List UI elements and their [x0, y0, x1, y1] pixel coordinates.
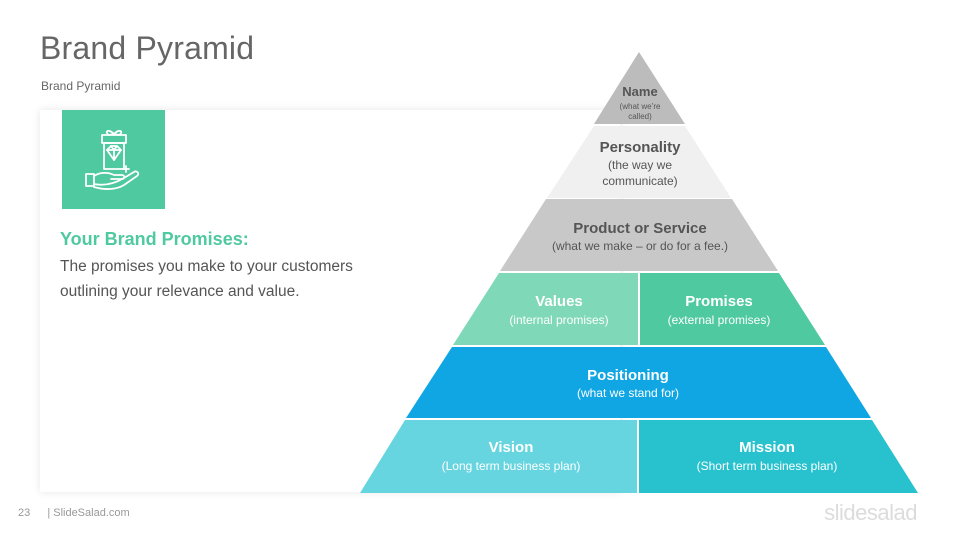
diamond-gift-in-hand-icon	[84, 129, 139, 190]
personality-label: Personality	[600, 139, 682, 156]
tier-name	[594, 52, 685, 124]
vision-label: Vision	[489, 439, 534, 456]
name-sub-2: called)	[628, 112, 652, 121]
tier-values	[453, 273, 638, 345]
values-label: Values	[535, 293, 583, 310]
slide-footer: 23 | SlideSalad.com	[18, 507, 130, 519]
promises-description: The promises you make to your customers …	[60, 258, 353, 300]
slide-title: Brand Pyramid	[40, 30, 255, 66]
promises-sub: (external promises)	[668, 313, 771, 327]
personality-sub-2: communicate)	[602, 174, 677, 188]
tier-mission	[639, 420, 918, 493]
positioning-sub: (what we stand for)	[577, 386, 679, 400]
tier-positioning	[406, 347, 871, 418]
page-number: 23	[18, 507, 31, 519]
product-label: Product or Service	[573, 220, 706, 237]
footer-site[interactable]: | SlideSalad.com	[47, 507, 130, 519]
brand-logo: slidesalad	[824, 500, 917, 525]
values-sub: (internal promises)	[509, 313, 608, 327]
name-label: Name	[622, 84, 657, 99]
promises-heading: Your Brand Promises:	[60, 229, 249, 249]
name-sub-1: (what we’re	[620, 102, 661, 111]
personality-sub-1: (the way we	[608, 158, 672, 172]
promises-label: Promises	[685, 293, 753, 310]
tier-personality	[547, 126, 731, 198]
vision-sub: (Long term business plan)	[442, 459, 581, 473]
icon-tile	[62, 110, 165, 209]
mission-sub: (Short term business plan)	[697, 459, 838, 473]
tier-vision	[360, 420, 637, 493]
positioning-label: Positioning	[587, 367, 669, 384]
product-sub: (what we make – or do for a fee.)	[552, 239, 728, 253]
slide-subtitle: Brand Pyramid	[41, 79, 121, 93]
tier-product-service	[500, 199, 778, 271]
mission-label: Mission	[739, 439, 795, 456]
tier-promises	[640, 273, 825, 345]
